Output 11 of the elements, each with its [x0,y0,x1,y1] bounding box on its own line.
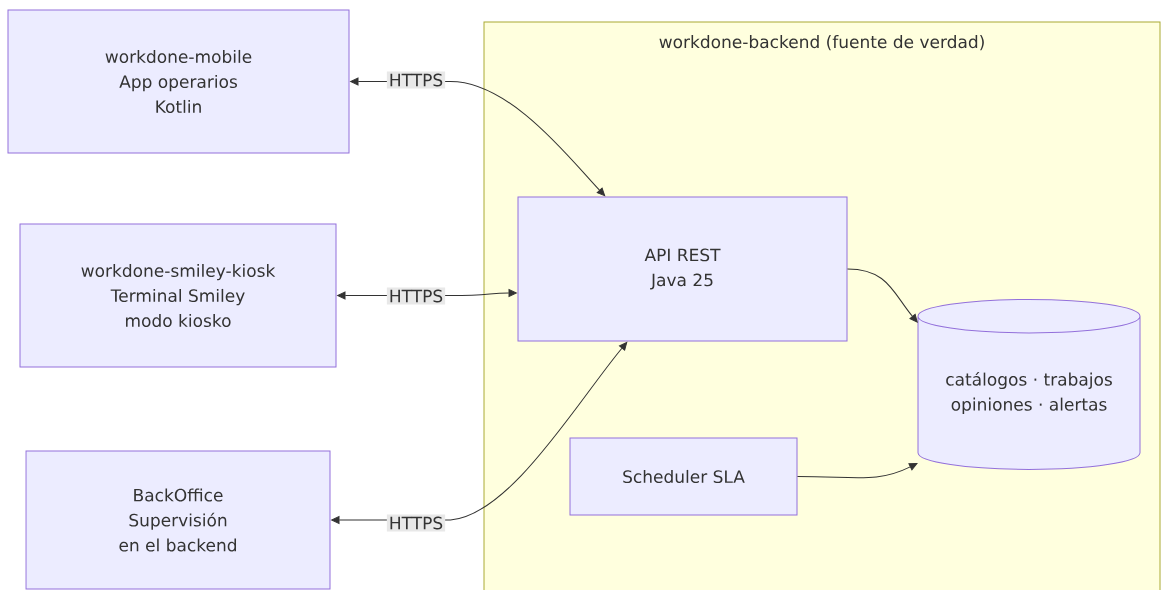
app-box: workdone-smiley-kiosk Terminal Smiley modo kiosko [19,223,337,368]
edge-label: HTTPS [386,514,446,532]
arrow [847,268,918,323]
arrow [797,463,918,479]
service-box: Scheduler SLA [569,437,798,516]
database-cylinder: catálogos · trabajos opiniones · alertas [917,298,1141,470]
service-box: API REST Java 25 [517,196,848,342]
app-box: workdone-mobile App operarios Kotlin [7,9,350,154]
edge-label: HTTPS [386,287,446,305]
edge-label: HTTPS [386,71,446,89]
app-box: BackOffice Supervisión en el backend [25,450,331,590]
